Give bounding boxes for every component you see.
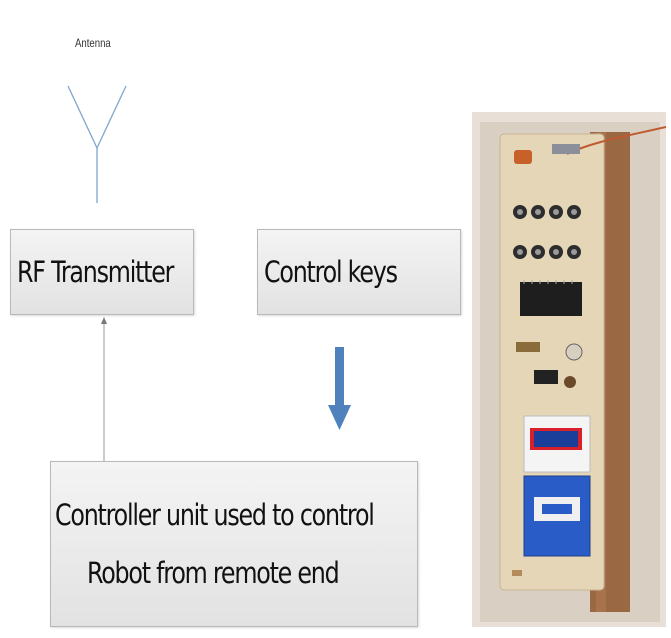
- rf-transmitter-label: RF Transmitter: [17, 255, 174, 289]
- antenna-label: Antenna: [75, 36, 111, 50]
- rf-transmitter-box: RF Transmitter: [10, 229, 194, 315]
- control-keys-label: Control keys: [264, 255, 398, 289]
- controller-unit-label-line2: Robot from remote end: [87, 556, 340, 590]
- controller-board-photo: [472, 112, 666, 627]
- controller-unit-box: Controller unit used to control Robot fr…: [50, 461, 418, 627]
- connector-arrowhead: [101, 317, 107, 324]
- control-keys-box: Control keys: [257, 229, 461, 315]
- antenna-icon: [67, 85, 127, 203]
- down-arrow-icon: [328, 347, 351, 430]
- controller-unit-label-line1: Controller unit used to control: [55, 498, 375, 532]
